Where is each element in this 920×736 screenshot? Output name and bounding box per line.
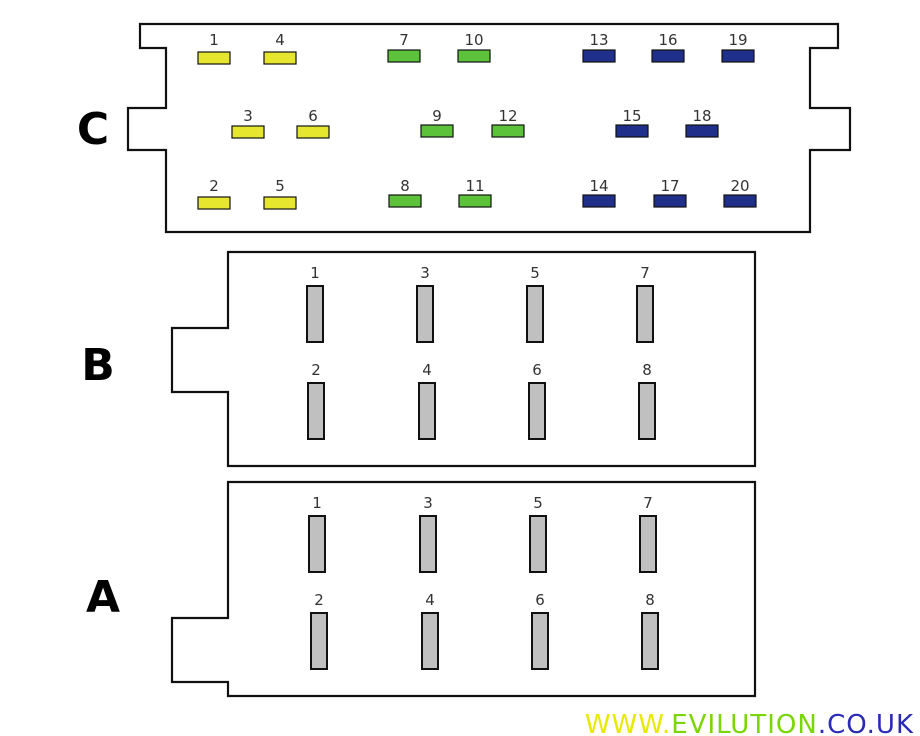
connector-c-pin-number: 5 [275, 177, 285, 195]
connector-c-pin-number: 6 [308, 107, 318, 125]
connector-a-pin-number: 3 [423, 494, 433, 512]
connector-c-pin-number: 9 [432, 107, 442, 125]
connector-b-pin [528, 382, 546, 440]
connector-c-pin-number: 12 [498, 107, 517, 125]
connector-b-pin [638, 382, 656, 440]
connector-c-label: C [77, 104, 109, 155]
connector-c-pin-number: 7 [399, 31, 409, 49]
connector-c-pin [685, 124, 719, 138]
connector-c-pin [296, 125, 330, 139]
connector-a-pin [639, 515, 657, 573]
connector-c-pin [388, 194, 422, 208]
connector-c-pin-number: 15 [622, 107, 641, 125]
connector-a-label: A [86, 572, 120, 623]
connector-a-pin-number: 5 [533, 494, 543, 512]
connector-c-pin [231, 125, 265, 139]
connector-a-pin-number: 4 [425, 591, 435, 609]
connector-a-pin [419, 515, 437, 573]
connector-c-pin-number: 11 [465, 177, 484, 195]
connector-c-pin [582, 49, 616, 63]
connector-a-outline [170, 480, 757, 698]
connector-a: A 1 3 5 7 2 4 6 8 [86, 480, 757, 698]
connector-b-pin-number: 6 [532, 361, 542, 379]
connector-c-pin-number: 17 [660, 177, 679, 195]
connector-c-pin-number: 8 [400, 177, 410, 195]
connector-a-pin-number: 7 [643, 494, 653, 512]
connector-b-outline [170, 250, 757, 468]
connector-c-pin [263, 196, 297, 210]
connector-a-pins: 1 3 5 7 2 4 6 8 [308, 494, 659, 670]
connector-b-pin [416, 285, 434, 343]
connector-b-pin [418, 382, 436, 440]
connector-c-pin-number: 10 [464, 31, 483, 49]
connector-b-pin-number: 2 [311, 361, 321, 379]
watermark: WWW.EVILUTION.CO.UK [585, 710, 914, 736]
connector-c-pin-number: 4 [275, 31, 285, 49]
connector-c-pin-number: 13 [589, 31, 608, 49]
connector-a-pin-number: 2 [314, 591, 324, 609]
connector-c-pin [457, 49, 491, 63]
connector-b-pin [306, 285, 324, 343]
connector-c-pin [197, 51, 231, 65]
connector-b-pin [526, 285, 544, 343]
connector-b-pin-number: 5 [530, 264, 540, 282]
connector-c-pin-number: 19 [728, 31, 747, 49]
connector-a-pin [308, 515, 326, 573]
connector-a-pin-number: 8 [645, 591, 655, 609]
connector-b-pin-number: 3 [420, 264, 430, 282]
connector-c-pin [387, 49, 421, 63]
connector-c-outline [126, 22, 852, 234]
watermark-www: WWW. [585, 710, 671, 736]
connector-c-pin-number: 16 [658, 31, 677, 49]
connector-c-pin [458, 194, 492, 208]
connector-a-pin [421, 612, 439, 670]
connector-b-pin [636, 285, 654, 343]
connector-c-pin [723, 194, 757, 208]
watermark-tld: .CO.UK [818, 710, 914, 736]
connector-a-pin-number: 6 [535, 591, 545, 609]
connector-c-pin [491, 124, 525, 138]
connector-c-pin [197, 196, 231, 210]
connector-c-pin [263, 51, 297, 65]
connector-b: B 1 3 5 7 2 4 6 8 [81, 250, 757, 468]
connector-b-pin-number: 7 [640, 264, 650, 282]
connector-c-pin-number: 3 [243, 107, 253, 125]
connector-c-pin [420, 124, 454, 138]
connector-c-pin [582, 194, 616, 208]
connector-c-pin [651, 49, 685, 63]
connector-c-pin-number: 2 [209, 177, 219, 195]
connector-a-pin [529, 515, 547, 573]
connector-c-pin [615, 124, 649, 138]
connector-a-pin [641, 612, 659, 670]
connector-a-pin [310, 612, 328, 670]
connector-a-pin [531, 612, 549, 670]
connector-c-pin-number: 14 [589, 177, 608, 195]
connector-b-pin-number: 4 [422, 361, 432, 379]
connector-b-pin-number: 8 [642, 361, 652, 379]
connector-c-pin [721, 49, 755, 63]
connector-c-pin [653, 194, 687, 208]
connector-c-pin-number: 18 [692, 107, 711, 125]
connector-b-pins: 1 3 5 7 2 4 6 8 [306, 264, 656, 440]
connector-c-pin-number: 20 [730, 177, 749, 195]
watermark-brand: EVILUTION [671, 710, 818, 736]
connector-b-pin [307, 382, 325, 440]
connector-b-pin-number: 1 [310, 264, 320, 282]
connector-c-pin-number: 1 [209, 31, 219, 49]
connector-a-pin-number: 1 [312, 494, 322, 512]
connector-b-label: B [81, 340, 115, 391]
